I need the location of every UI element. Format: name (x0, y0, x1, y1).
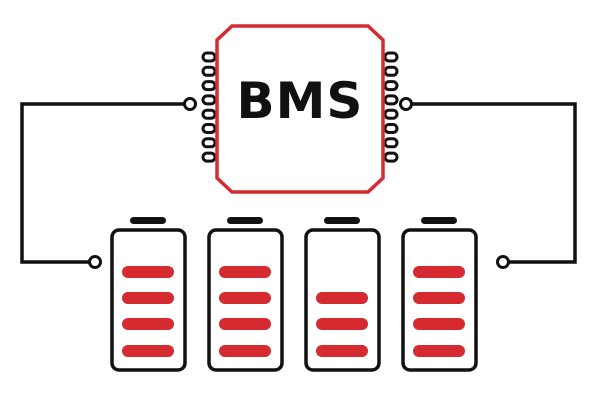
battery-1-charge-bar (122, 266, 174, 278)
battery-1-charge-bar (122, 345, 174, 357)
battery-2-charge-bar (219, 345, 271, 357)
battery-1-charge-bar (122, 292, 174, 304)
battery-1-terminal-cap (130, 217, 166, 224)
right-wire (412, 102, 577, 264)
chip-pin-right (383, 65, 399, 77)
connector-terminal-1 (183, 97, 197, 111)
chip-pin-left (201, 94, 217, 106)
battery-2-charge-bar (219, 266, 271, 278)
battery-3-terminal-cap (324, 217, 360, 224)
battery-2-terminal-cap (227, 217, 263, 224)
battery-4-charge-bar (413, 266, 465, 278)
chip-pin-left (201, 80, 217, 92)
battery-4-charge-bar (413, 345, 465, 357)
chip-pin-right (383, 108, 399, 120)
battery-2-charge-bar (219, 292, 271, 304)
chip-pin-left (201, 108, 217, 120)
battery-3-charge-bar (316, 292, 368, 304)
chip-pin-right (383, 80, 399, 92)
chip-pin-right (383, 51, 399, 63)
battery-4-charge-bar (413, 318, 465, 330)
chip-pin-left (201, 123, 217, 134)
bms-chip-label: BMS (236, 72, 364, 130)
chip-pin-left (201, 137, 217, 149)
battery-3-charge-bar (316, 345, 368, 357)
connector-terminal-3 (88, 255, 102, 269)
connector-terminal-2 (399, 97, 413, 111)
chip-pin-left (201, 51, 217, 63)
battery-3-charge-bar (316, 318, 368, 330)
chip-pin-left (201, 65, 217, 77)
battery-2-charge-bar (219, 318, 271, 330)
battery-4-charge-bar (413, 292, 465, 304)
chip-pin-right (383, 94, 399, 106)
left-wire (20, 102, 184, 264)
chip-pin-right (383, 151, 399, 163)
bms-chip-body (215, 24, 385, 194)
chip-pin-right (383, 137, 399, 149)
battery-1-charge-bar (122, 318, 174, 330)
connector-terminal-4 (496, 255, 510, 269)
battery-4-terminal-cap (421, 217, 457, 224)
chip-pin-right (383, 123, 399, 134)
chip-pin-left (201, 151, 217, 163)
